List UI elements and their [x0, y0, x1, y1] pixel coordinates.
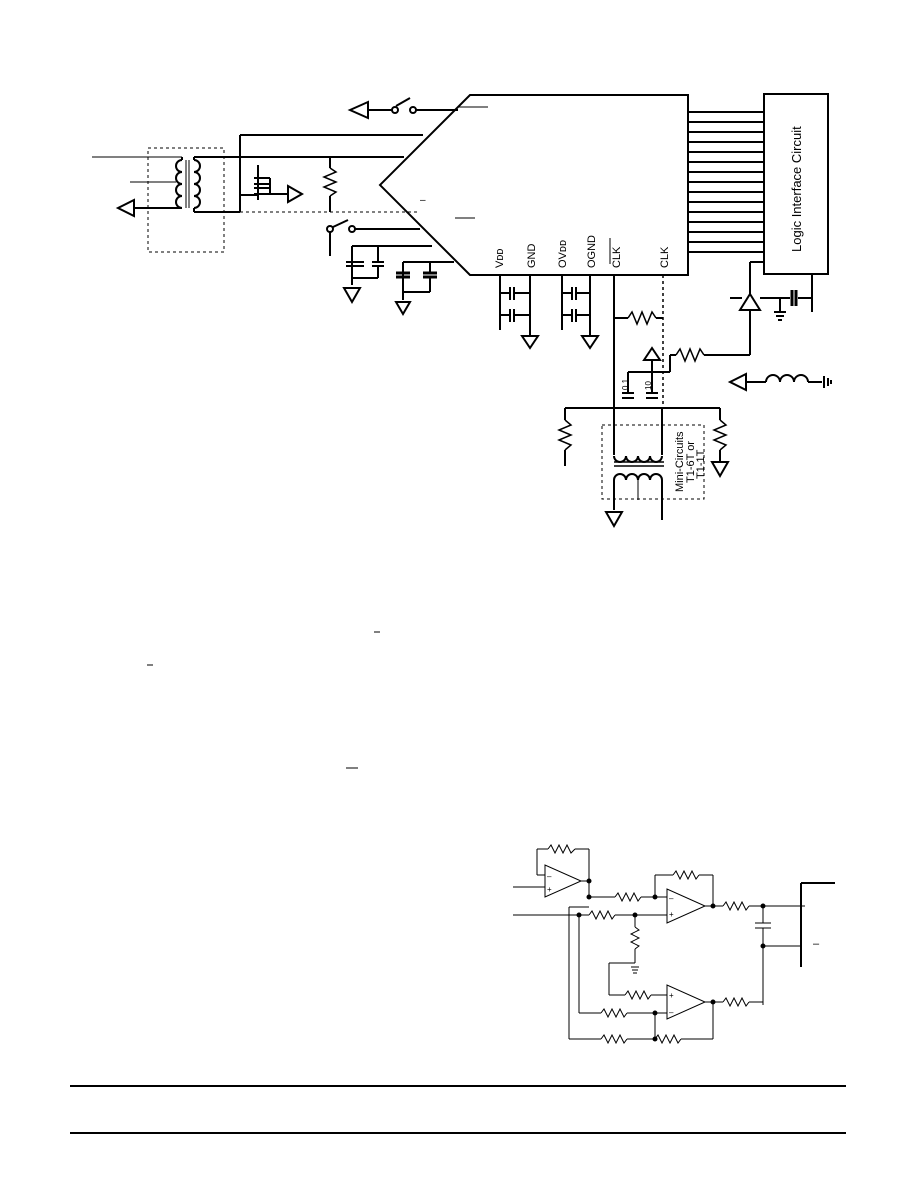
- pin-ovdd-label: OVᴅᴅ: [557, 240, 569, 268]
- svg-text:–: –: [547, 872, 552, 881]
- pin-vdd-label: Vᴅᴅ: [494, 249, 506, 268]
- opamp-driver-schematic: – + – + – + –: [513, 843, 835, 1045]
- input-transformer: [175, 159, 201, 209]
- svg-text:+: +: [547, 885, 552, 894]
- pin-clk-label: CLK: [659, 246, 671, 268]
- cap-label-c2: 10: [644, 381, 653, 390]
- svg-text:+: +: [669, 991, 674, 1000]
- input-caps: [254, 165, 305, 204]
- transformer-label-line1: Mini-Circuits: [674, 431, 686, 492]
- adc-chip-outline: [378, 94, 689, 276]
- pin-ognd-label: OGND: [586, 235, 598, 268]
- svg-text:–: –: [669, 894, 674, 903]
- opamp-3: [666, 984, 707, 1020]
- footer-rule-bottom: [70, 1132, 846, 1134]
- text-overbar-marks: [147, 631, 380, 769]
- pin-gnd-label: GND: [526, 244, 538, 269]
- svg-text:–: –: [669, 1008, 674, 1017]
- transformer-label-line2: T1-6T or: [685, 441, 697, 483]
- clock-transformer-box: [601, 424, 705, 500]
- opamp-1: [544, 864, 583, 898]
- clock-transformer: [613, 408, 664, 520]
- svg-text:–: –: [420, 195, 426, 206]
- pin-clk-bar-label: CLK: [611, 246, 623, 268]
- input-transformer-box: [147, 147, 225, 253]
- opamp-2: [666, 888, 707, 924]
- adc-application-schematic: –: [92, 93, 832, 529]
- cap-label-c1: 0.1: [621, 378, 630, 390]
- input-switch-bottom: [326, 219, 420, 256]
- input-shunt-resistor: [322, 157, 338, 212]
- logic-interface-label: Logic Interface Circuit: [789, 126, 804, 252]
- logic-interface-block: [763, 93, 829, 275]
- supply-inductor: [727, 372, 832, 392]
- clock-buffer: [738, 292, 762, 311]
- transformer-label-line3: T1-1T: [695, 449, 707, 479]
- adc-input-minus: –: [813, 938, 820, 950]
- input-switch-top: [347, 97, 458, 120]
- footer-rule-top: [70, 1085, 846, 1087]
- svg-text:+: +: [669, 910, 674, 919]
- data-output-bus: [688, 111, 765, 253]
